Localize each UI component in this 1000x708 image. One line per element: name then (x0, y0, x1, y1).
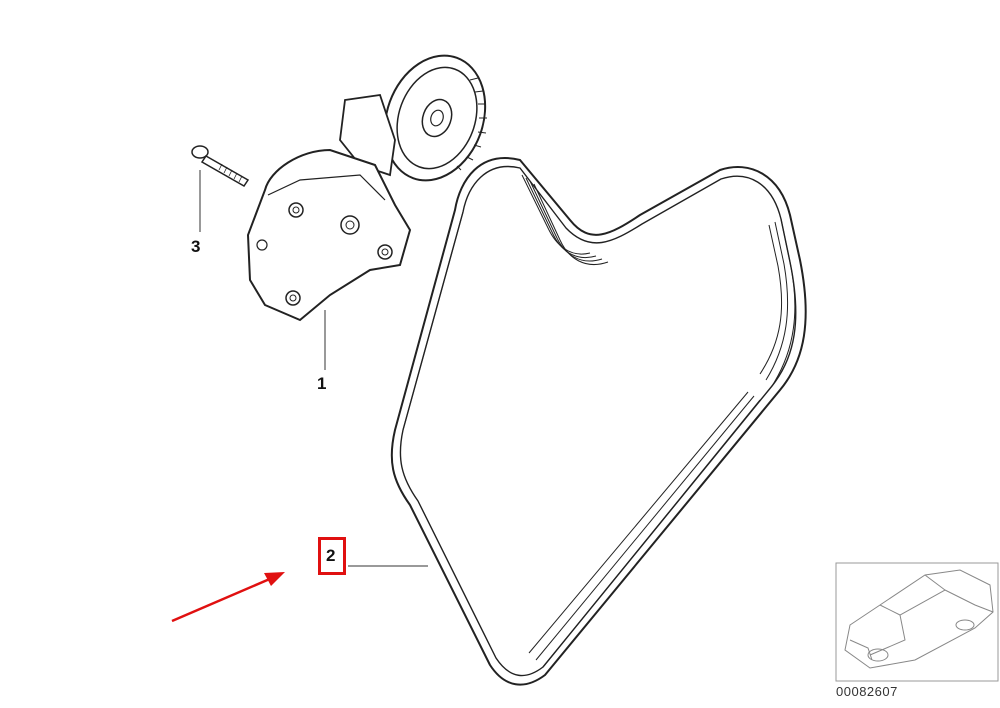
ribbed-belt-icon (390, 157, 807, 686)
bolt-icon (191, 145, 250, 187)
callout-part-3: 3 (191, 237, 201, 256)
belt-tensioner-icon (246, 54, 487, 322)
callout-part-1: 1 (317, 374, 327, 393)
car-thumbnail-icon (835, 562, 999, 682)
callout-part-2: 2 (326, 546, 336, 565)
red-arrow-icon (171, 572, 285, 623)
diagram-id: 00082607 (836, 684, 898, 699)
highlight-box (318, 537, 346, 575)
